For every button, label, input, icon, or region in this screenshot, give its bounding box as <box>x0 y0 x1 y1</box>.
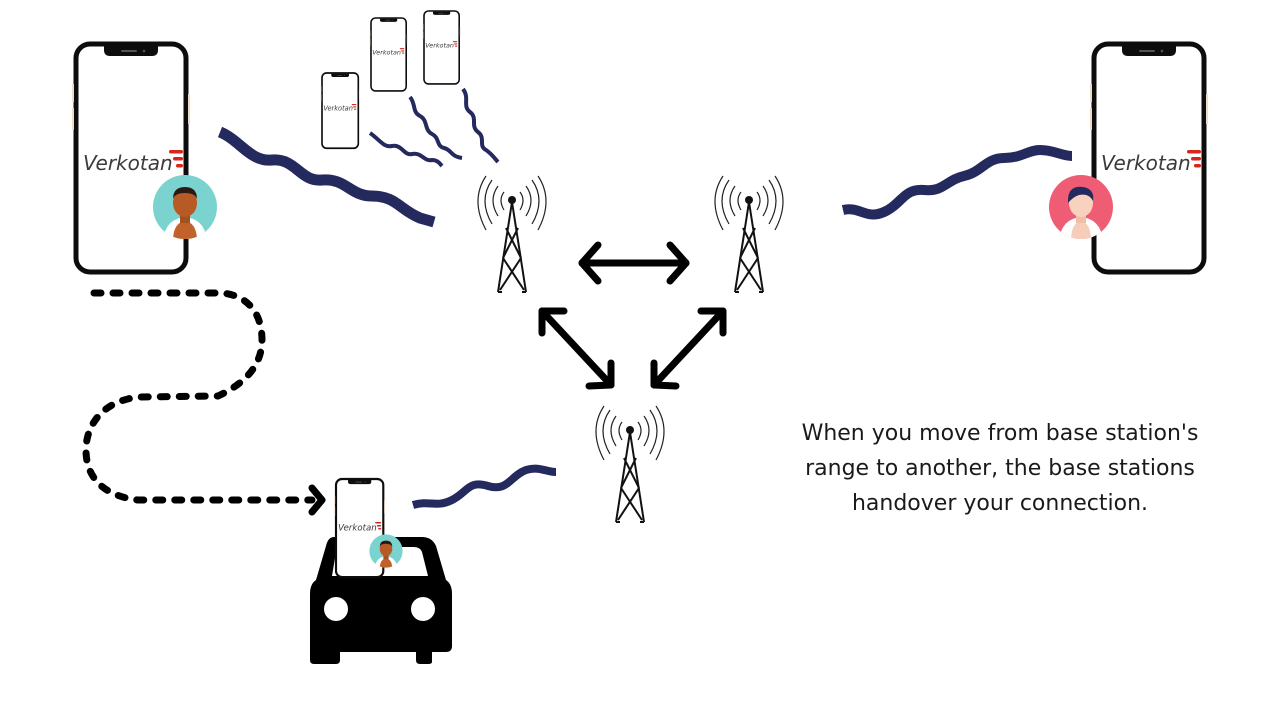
dotted-path-arrow-icon <box>82 289 326 516</box>
tower-right <box>714 175 784 293</box>
cell-tower-icon <box>477 175 547 293</box>
handover-arrows <box>538 241 727 390</box>
double-arrow-icon <box>650 307 727 390</box>
tower-bottom <box>595 405 665 523</box>
signal-wave-icon <box>408 95 463 160</box>
cell-tower-icon <box>595 405 665 523</box>
phone-small-3 <box>421 10 462 85</box>
caption-line-2: range to another, the base stations <box>805 456 1195 481</box>
signal-wave-icon <box>411 464 557 509</box>
signal-wave-icon <box>217 126 436 228</box>
double-arrow-icon <box>578 241 690 285</box>
tower-left <box>477 175 547 293</box>
double-arrow-icon <box>538 307 615 390</box>
signal-wave-icons <box>217 87 1073 509</box>
phone-left <box>72 44 190 272</box>
signal-wave-icon <box>461 87 500 164</box>
caption-line-3: handover your connection. <box>851 491 1149 516</box>
handover-caption: When you move from base station's range … <box>780 416 1220 521</box>
signal-wave-icon <box>368 131 444 168</box>
phone-right <box>1090 44 1208 272</box>
phone-small-2 <box>368 17 409 92</box>
caption-line-1: When you move from base station's <box>801 421 1199 446</box>
phone-small-1 <box>319 72 361 150</box>
cell-tower-icon <box>714 175 784 293</box>
signal-wave-icon <box>841 144 1073 220</box>
